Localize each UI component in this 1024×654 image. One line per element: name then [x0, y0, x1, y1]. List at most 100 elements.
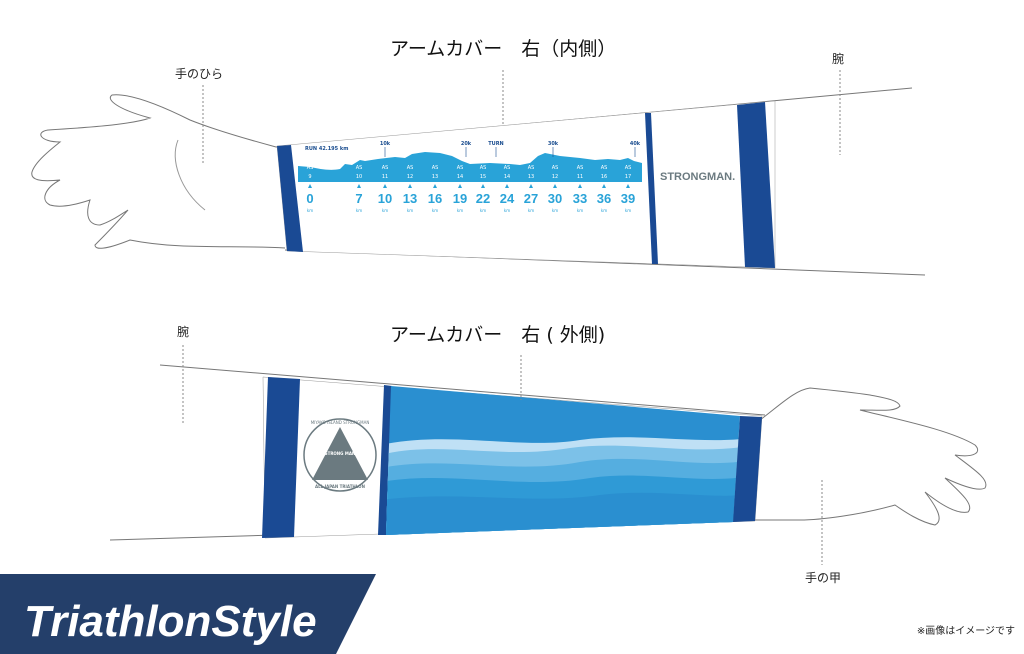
triangle-icon	[578, 184, 582, 188]
km-unit: km	[528, 208, 534, 213]
triangle-icon	[383, 184, 387, 188]
label-wrist-lower: 腕	[177, 324, 189, 339]
image-note: ※画像はイメージです	[917, 625, 1015, 637]
aid-station-number: 17	[625, 174, 631, 180]
km-unit: km	[457, 208, 463, 213]
distance-marker-label: 40k	[630, 141, 641, 147]
aid-station-prefix: AS	[480, 165, 487, 171]
emblem-bottom: ALL JAPAN TRIATHLON	[315, 484, 365, 489]
aid-station-number: 14	[457, 174, 463, 180]
elevation-profile	[298, 152, 642, 182]
aid-station-number: 9	[308, 174, 311, 180]
triangle-icon	[308, 184, 312, 188]
triangle-icon	[602, 184, 606, 188]
sleeve-outer-band-left	[262, 377, 300, 538]
km-value: 13	[403, 191, 417, 206]
km-value: 36	[597, 191, 611, 206]
km-unit: km	[382, 208, 388, 213]
sleeve-band-right	[737, 102, 775, 268]
aid-station-prefix: AS	[504, 165, 511, 171]
km-value: 39	[621, 191, 635, 206]
km-value: 10	[378, 191, 392, 206]
distance-marker: TURN	[488, 141, 504, 157]
triangle-icon	[529, 184, 533, 188]
aid-station-number: 11	[382, 174, 388, 180]
logo-text: TriathlonStyle	[24, 597, 317, 646]
distance-marker: 20k	[461, 141, 472, 157]
sleeve-band-mid	[645, 113, 658, 264]
aid-station-number: 10	[356, 174, 362, 180]
aid-station-number: 12	[552, 174, 558, 180]
km-value: 33	[573, 191, 587, 206]
aid-station: AS 13 27 km	[524, 165, 538, 213]
lower-title: アームカバー 右 ( 外側)	[390, 324, 605, 346]
distance-marker: 40k	[630, 141, 641, 157]
triangle-icon	[553, 184, 557, 188]
km-value: 30	[548, 191, 562, 206]
lower-arm: MIYAKO ISLAND STRONGMAN STRONG MAN ALL J…	[109, 324, 987, 585]
label-back-of-hand: 手の甲	[805, 571, 841, 585]
triangle-icon	[626, 184, 630, 188]
aid-station-prefix: AS	[407, 165, 414, 171]
km-value: 24	[500, 191, 515, 206]
aid-station-prefix: AS	[577, 165, 584, 171]
sleeve-band-left	[277, 145, 303, 252]
km-unit: km	[480, 208, 486, 213]
triathlonstyle-logo: TriathlonStyle	[0, 574, 376, 654]
sleeve-inner	[276, 100, 776, 269]
aid-station-prefix: AS	[457, 165, 464, 171]
aid-station-number: 16	[601, 174, 607, 180]
km-value: 16	[428, 191, 442, 206]
sleeve-outer-band-mid	[378, 385, 392, 535]
aid-station: AS 14 19 km	[453, 165, 467, 213]
km-value: 27	[524, 191, 538, 206]
aid-station-prefix: AS	[432, 165, 439, 171]
palm-crease	[174, 139, 206, 211]
aid-station-prefix: AS	[528, 165, 535, 171]
water-graphic	[386, 386, 740, 535]
hand-back-outline	[740, 387, 987, 526]
km-unit: km	[552, 208, 558, 213]
aid-station: AS 9 0 km	[306, 165, 313, 213]
upper-title: アームカバー 右（内側）	[390, 38, 616, 60]
aid-station-number: 13	[528, 174, 534, 180]
distance-marker-label: 10k	[380, 141, 391, 147]
label-wrist-upper: 腕	[832, 51, 844, 66]
aid-station-prefix: AS	[307, 165, 314, 171]
km-unit: km	[307, 208, 313, 213]
aid-station: AS 11 10 km	[378, 165, 392, 213]
aid-station-number: 13	[432, 174, 438, 180]
triangle-icon	[408, 184, 412, 188]
km-unit: km	[432, 208, 438, 213]
km-value: 22	[476, 191, 490, 206]
aid-station: AS 12 30 km	[548, 165, 562, 213]
triangle-icon	[433, 184, 437, 188]
km-value: 19	[453, 191, 467, 206]
aid-station-prefix: AS	[552, 165, 559, 171]
arm-top-line-lower	[159, 364, 766, 416]
aid-station-prefix: AS	[382, 165, 389, 171]
label-palm: 手のひら	[175, 67, 223, 81]
km-unit: km	[625, 208, 631, 213]
triangle-icon	[481, 184, 485, 188]
distance-marker-label: 20k	[461, 141, 472, 147]
aid-station-number: 12	[407, 174, 413, 180]
distance-marker-label: 30k	[548, 141, 559, 147]
triangle-icon	[505, 184, 509, 188]
strongman-emblem: MIYAKO ISLAND STRONGMAN STRONG MAN ALL J…	[303, 418, 377, 492]
aid-station: AS 15 22 km	[476, 165, 490, 213]
km-value: 0	[306, 191, 313, 206]
run-distance: RUN 42.195 km	[305, 146, 348, 152]
km-unit: km	[601, 208, 607, 213]
distance-marker-label: TURN	[488, 141, 504, 147]
triangle-icon	[357, 184, 361, 188]
aid-station-number: 15	[480, 174, 486, 180]
